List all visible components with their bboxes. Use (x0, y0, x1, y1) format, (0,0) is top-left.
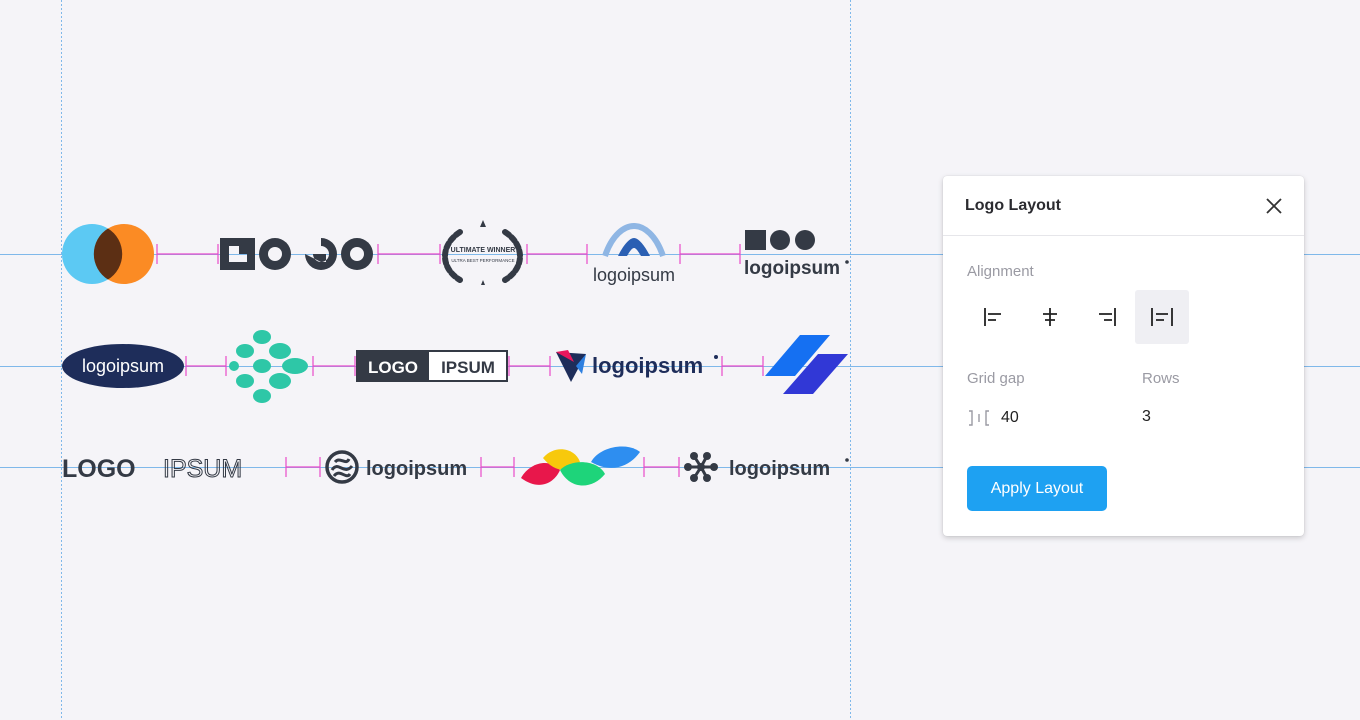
logo-petals-mark[interactable] (521, 446, 640, 486)
apply-layout-button[interactable]: Apply Layout (967, 466, 1107, 511)
align-center-icon (1043, 308, 1057, 326)
align-right-icon (1099, 308, 1116, 326)
grid-gap-field[interactable]: 40 (967, 408, 1019, 428)
distribute-icon (1151, 308, 1173, 326)
logo-logo-ipsum-box[interactable]: LOGO IPSUM (356, 350, 508, 382)
logo-overlap-circles[interactable] (62, 224, 154, 284)
logo-layout-panel: Logo Layout Alignment (943, 176, 1304, 536)
panel-title: Logo Layout (965, 196, 1061, 214)
rows-label: Rows (1142, 370, 1180, 387)
box-ipsum-text: IPSUM (441, 358, 495, 377)
logo-molecule-logoipsum[interactable]: logoipsum (684, 452, 849, 482)
grid-gap-value[interactable]: 40 (1001, 409, 1019, 426)
align-left-icon (984, 308, 1001, 326)
rows-value[interactable]: 3 (1142, 408, 1151, 425)
outline-ipsum-text: IPSUM (163, 455, 242, 483)
box-logo-text: LOGO (368, 358, 418, 377)
arch-logoipsum-text: logoipsum (593, 265, 675, 285)
molecule-logoipsum-text: logoipsum (729, 458, 830, 480)
badge-subtitle: ULTRA BEST PERFORMANCE (451, 258, 514, 263)
spacing-markers (156, 244, 764, 477)
align-center-button[interactable] (1023, 290, 1077, 344)
alignment-label: Alignment (967, 263, 1034, 280)
logo-oval-logoipsum[interactable]: logoipsum (62, 344, 184, 388)
oval-logoipsum-text: logoipsum (82, 356, 164, 376)
rows-field[interactable]: 3 (1142, 408, 1151, 426)
close-icon (1266, 197, 1282, 214)
logo-logoipsum-outline[interactable]: LOGO IPSUM (62, 455, 243, 484)
close-button[interactable] (1262, 194, 1286, 218)
logo-arch-logoipsum[interactable]: logoipsum (593, 222, 675, 285)
wave-logoipsum-text: logoipsum (366, 458, 467, 480)
logo-shapes-logoipsum[interactable]: logoipsum (744, 230, 849, 279)
tri-logoipsum-text: logoipsum (592, 353, 703, 378)
logo-tri-logoipsum[interactable]: logoipsum (556, 350, 718, 382)
align-left-button[interactable] (967, 290, 1021, 344)
shapes-logoipsum-text: logoipsum (744, 258, 840, 279)
logo-wave-logoipsum[interactable]: logoipsum (325, 450, 467, 484)
align-right-button[interactable] (1079, 290, 1133, 344)
logo-dots-mark[interactable] (229, 330, 308, 403)
distribute-button[interactable] (1135, 290, 1189, 344)
panel-header: Logo Layout (943, 176, 1304, 236)
logo-laurel-badge[interactable]: ULTIMATE WINNER ULTRA BEST PERFORMANCE (442, 220, 523, 285)
logo-parallelogram-mark[interactable] (765, 335, 848, 394)
logo-logo-wordmark[interactable] (220, 238, 373, 270)
outline-logo-text: LOGO (62, 455, 136, 483)
gap-icon (969, 410, 989, 426)
alignment-options (967, 290, 1191, 344)
grid-gap-label: Grid gap (967, 370, 1025, 387)
badge-title: ULTIMATE WINNER (451, 247, 516, 254)
